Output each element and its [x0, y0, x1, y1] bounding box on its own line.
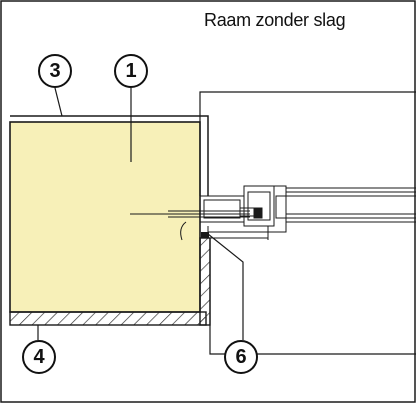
callout-4: 4 [22, 340, 56, 374]
callout-4-label: 4 [33, 345, 45, 368]
drawing-title: Raam zonder slag [204, 10, 346, 30]
seal-joint [201, 232, 209, 238]
cladding-outline [10, 115, 209, 196]
bottom-plaster-layer [9, 311, 207, 326]
callout-3: 3 [38, 54, 72, 88]
callout-1: 1 [114, 54, 148, 88]
callout-1-label: 1 [125, 59, 137, 82]
window-opening-outline [199, 91, 416, 196]
callout-3-label: 3 [49, 59, 61, 82]
callout-6: 6 [224, 340, 258, 374]
callout-6-label: 6 [235, 345, 247, 368]
window-frame-profile [199, 185, 416, 240]
wall-anchor [130, 210, 250, 241]
window-sill-outline [209, 238, 416, 355]
reveal-plaster-layer [199, 237, 211, 326]
leader-lines [37, 87, 244, 340]
